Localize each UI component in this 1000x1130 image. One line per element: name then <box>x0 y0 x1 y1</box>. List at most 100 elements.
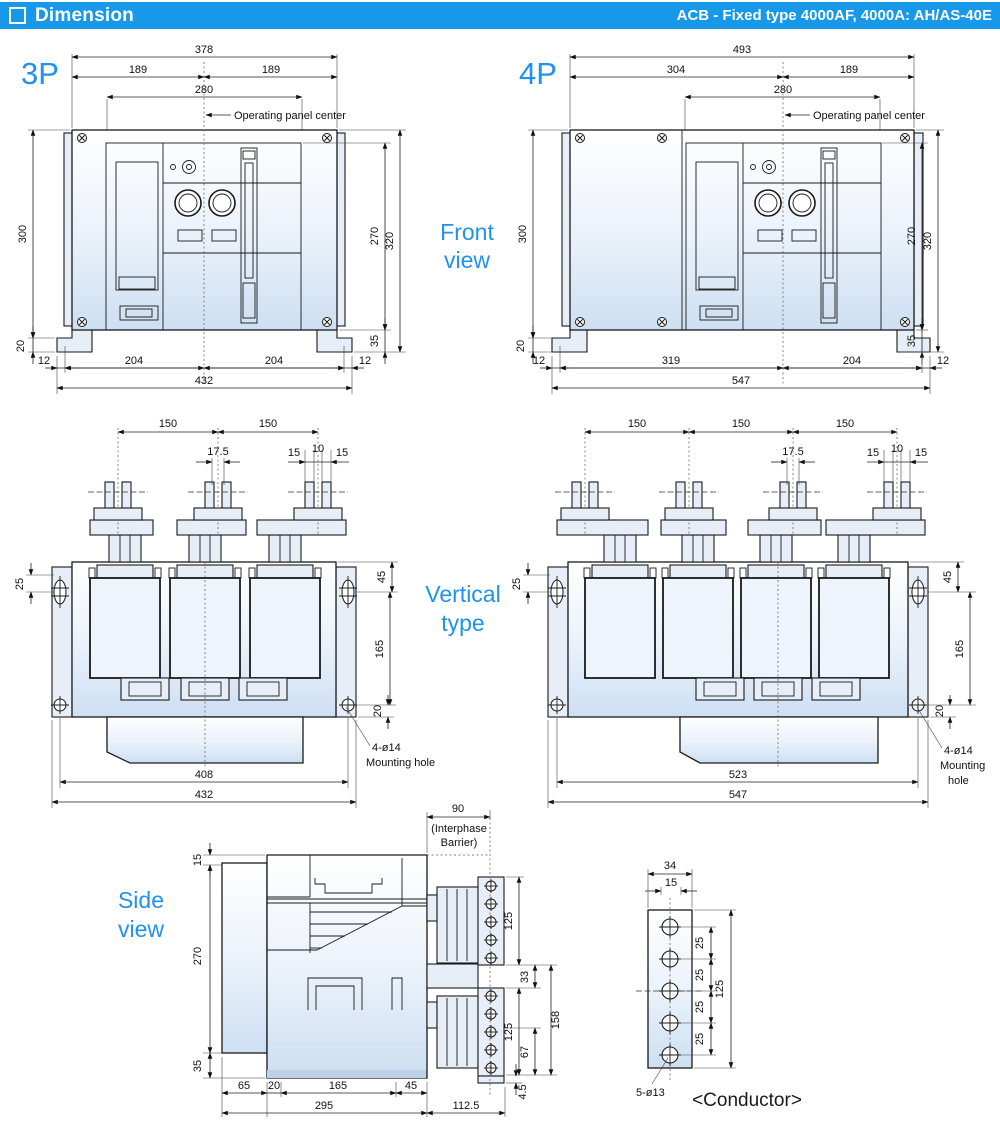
dim: 150 <box>836 418 854 430</box>
dim: 35 <box>369 335 381 347</box>
conductor-dimensions: 34 15 25 25 25 25 125 5-ø13 <box>636 860 736 1099</box>
note-mounting-hole: hole <box>948 775 969 787</box>
note-interphase-barrier: (Interphase <box>431 823 487 835</box>
dim: 547 <box>732 375 750 387</box>
dim: 125 <box>503 912 515 930</box>
dim: 270 <box>369 227 381 245</box>
dim: 165 <box>374 640 386 658</box>
dim: 547 <box>729 789 747 801</box>
conductor-detail: 34 15 25 25 25 25 125 5-ø13 <Con <box>636 860 802 1111</box>
side-view-label: Side <box>118 887 164 913</box>
dim: 20 <box>515 340 527 352</box>
conductor-caption: <Conductor> <box>692 1090 802 1111</box>
dim: 17.5 <box>207 446 228 458</box>
dim: 280 <box>774 84 792 96</box>
side-dimensions: 90 (Interphase Barrier) 15 270 35 125 33 <box>192 803 562 1117</box>
dim: 125 <box>503 1023 515 1041</box>
dim: 45 <box>942 571 954 583</box>
dim: 25 <box>511 578 523 590</box>
vertical-3p-dimensions: 150 150 17.5 15 10 15 25 45 <box>14 418 435 808</box>
note-mounting-hole: Mounting hole <box>366 757 435 769</box>
page-title: Dimension <box>35 4 134 26</box>
dim: 112.5 <box>453 1100 480 1112</box>
side-view-internals <box>267 855 427 1078</box>
dim: 189 <box>840 64 858 76</box>
svg-text:Vertical: Vertical <box>425 581 500 607</box>
dim: 25 <box>14 578 26 590</box>
front-view-label: Front view <box>440 219 494 273</box>
dim: 35 <box>192 1060 204 1072</box>
dim: 493 <box>733 44 751 56</box>
note-mounting-hole: 4-ø14 <box>944 745 973 757</box>
dim: 20 <box>934 705 946 717</box>
note-mounting-hole: Mounting <box>940 760 985 772</box>
front-view-3p: 3P 378 189 189 280 Operating panel <box>15 44 406 394</box>
dim: 300 <box>517 225 529 243</box>
side-view: Side view <box>118 803 562 1117</box>
dim: 189 <box>262 64 280 76</box>
dim: 204 <box>265 355 283 367</box>
svg-text:view: view <box>118 916 164 942</box>
dim: 12 <box>937 355 949 367</box>
dim: 35 <box>906 335 918 347</box>
pole-label-4p: 4P <box>519 56 557 91</box>
dim: 280 <box>195 84 213 96</box>
dim: 15 <box>336 447 348 459</box>
dim: 150 <box>732 418 750 430</box>
dim: 25 <box>694 969 706 981</box>
dim: 45 <box>376 571 388 583</box>
dim: 15 <box>192 854 204 866</box>
dim: 270 <box>192 947 204 965</box>
dim: 90 <box>452 803 464 815</box>
dim: 189 <box>129 64 147 76</box>
dim: 165 <box>954 640 966 658</box>
dim: 33 <box>519 971 531 983</box>
note-conductor-holes: 5-ø13 <box>636 1087 665 1099</box>
svg-text:type: type <box>441 610 484 636</box>
note-operating-panel-center: Operating panel center <box>813 110 925 122</box>
dim: 10 <box>312 443 324 455</box>
dim: 150 <box>259 418 277 430</box>
dim: 15 <box>288 447 300 459</box>
dim: 523 <box>729 769 747 781</box>
dim: 12 <box>533 355 545 367</box>
dim: 408 <box>195 769 213 781</box>
note-mounting-hole: 4-ø14 <box>372 742 401 754</box>
dim: 25 <box>694 1001 706 1013</box>
dim: 4.5 <box>517 1084 529 1099</box>
header-bar: Dimension ACB - Fixed type 4000AF, 4000A… <box>0 2 1000 29</box>
dim: 304 <box>667 64 685 76</box>
dim: 12 <box>38 355 50 367</box>
dim: 25 <box>694 937 706 949</box>
pole-label-3p: 3P <box>21 56 59 91</box>
dim: 125 <box>714 980 726 998</box>
dim: 300 <box>17 225 29 243</box>
dim: 20 <box>372 705 384 717</box>
dim: 319 <box>662 355 680 367</box>
svg-text:view: view <box>444 247 490 273</box>
note-operating-panel-center: Operating panel center <box>234 110 346 122</box>
vertical-type-label: Vertical type <box>425 581 500 636</box>
dim: 15 <box>867 447 879 459</box>
dim: 20 <box>268 1080 280 1092</box>
dim: 34 <box>664 860 676 872</box>
dim: 12 <box>359 355 371 367</box>
dim: 17.5 <box>782 446 803 458</box>
svg-text:Front: Front <box>440 219 494 245</box>
front-view-4p: 4P 493 304 189 280 Operatin <box>515 44 949 394</box>
dim: 204 <box>843 355 861 367</box>
dim: 320 <box>922 232 934 250</box>
dim: 45 <box>405 1080 417 1092</box>
vertical-4p-dimensions: 150 150 150 17.5 15 10 15 25 45 <box>511 418 985 808</box>
dim: 20 <box>15 340 27 352</box>
dim: 150 <box>159 418 177 430</box>
dim: 158 <box>550 1011 562 1029</box>
dim: 65 <box>238 1080 250 1092</box>
dim: 432 <box>195 375 213 387</box>
side-terminals <box>426 876 505 1084</box>
dim: 15 <box>665 877 677 889</box>
front-3p-dimensions: 378 189 189 280 Operating panel center 3… <box>15 44 406 394</box>
model-subtitle: ACB - Fixed type 4000AF, 4000A: AH/AS-40… <box>676 7 992 24</box>
